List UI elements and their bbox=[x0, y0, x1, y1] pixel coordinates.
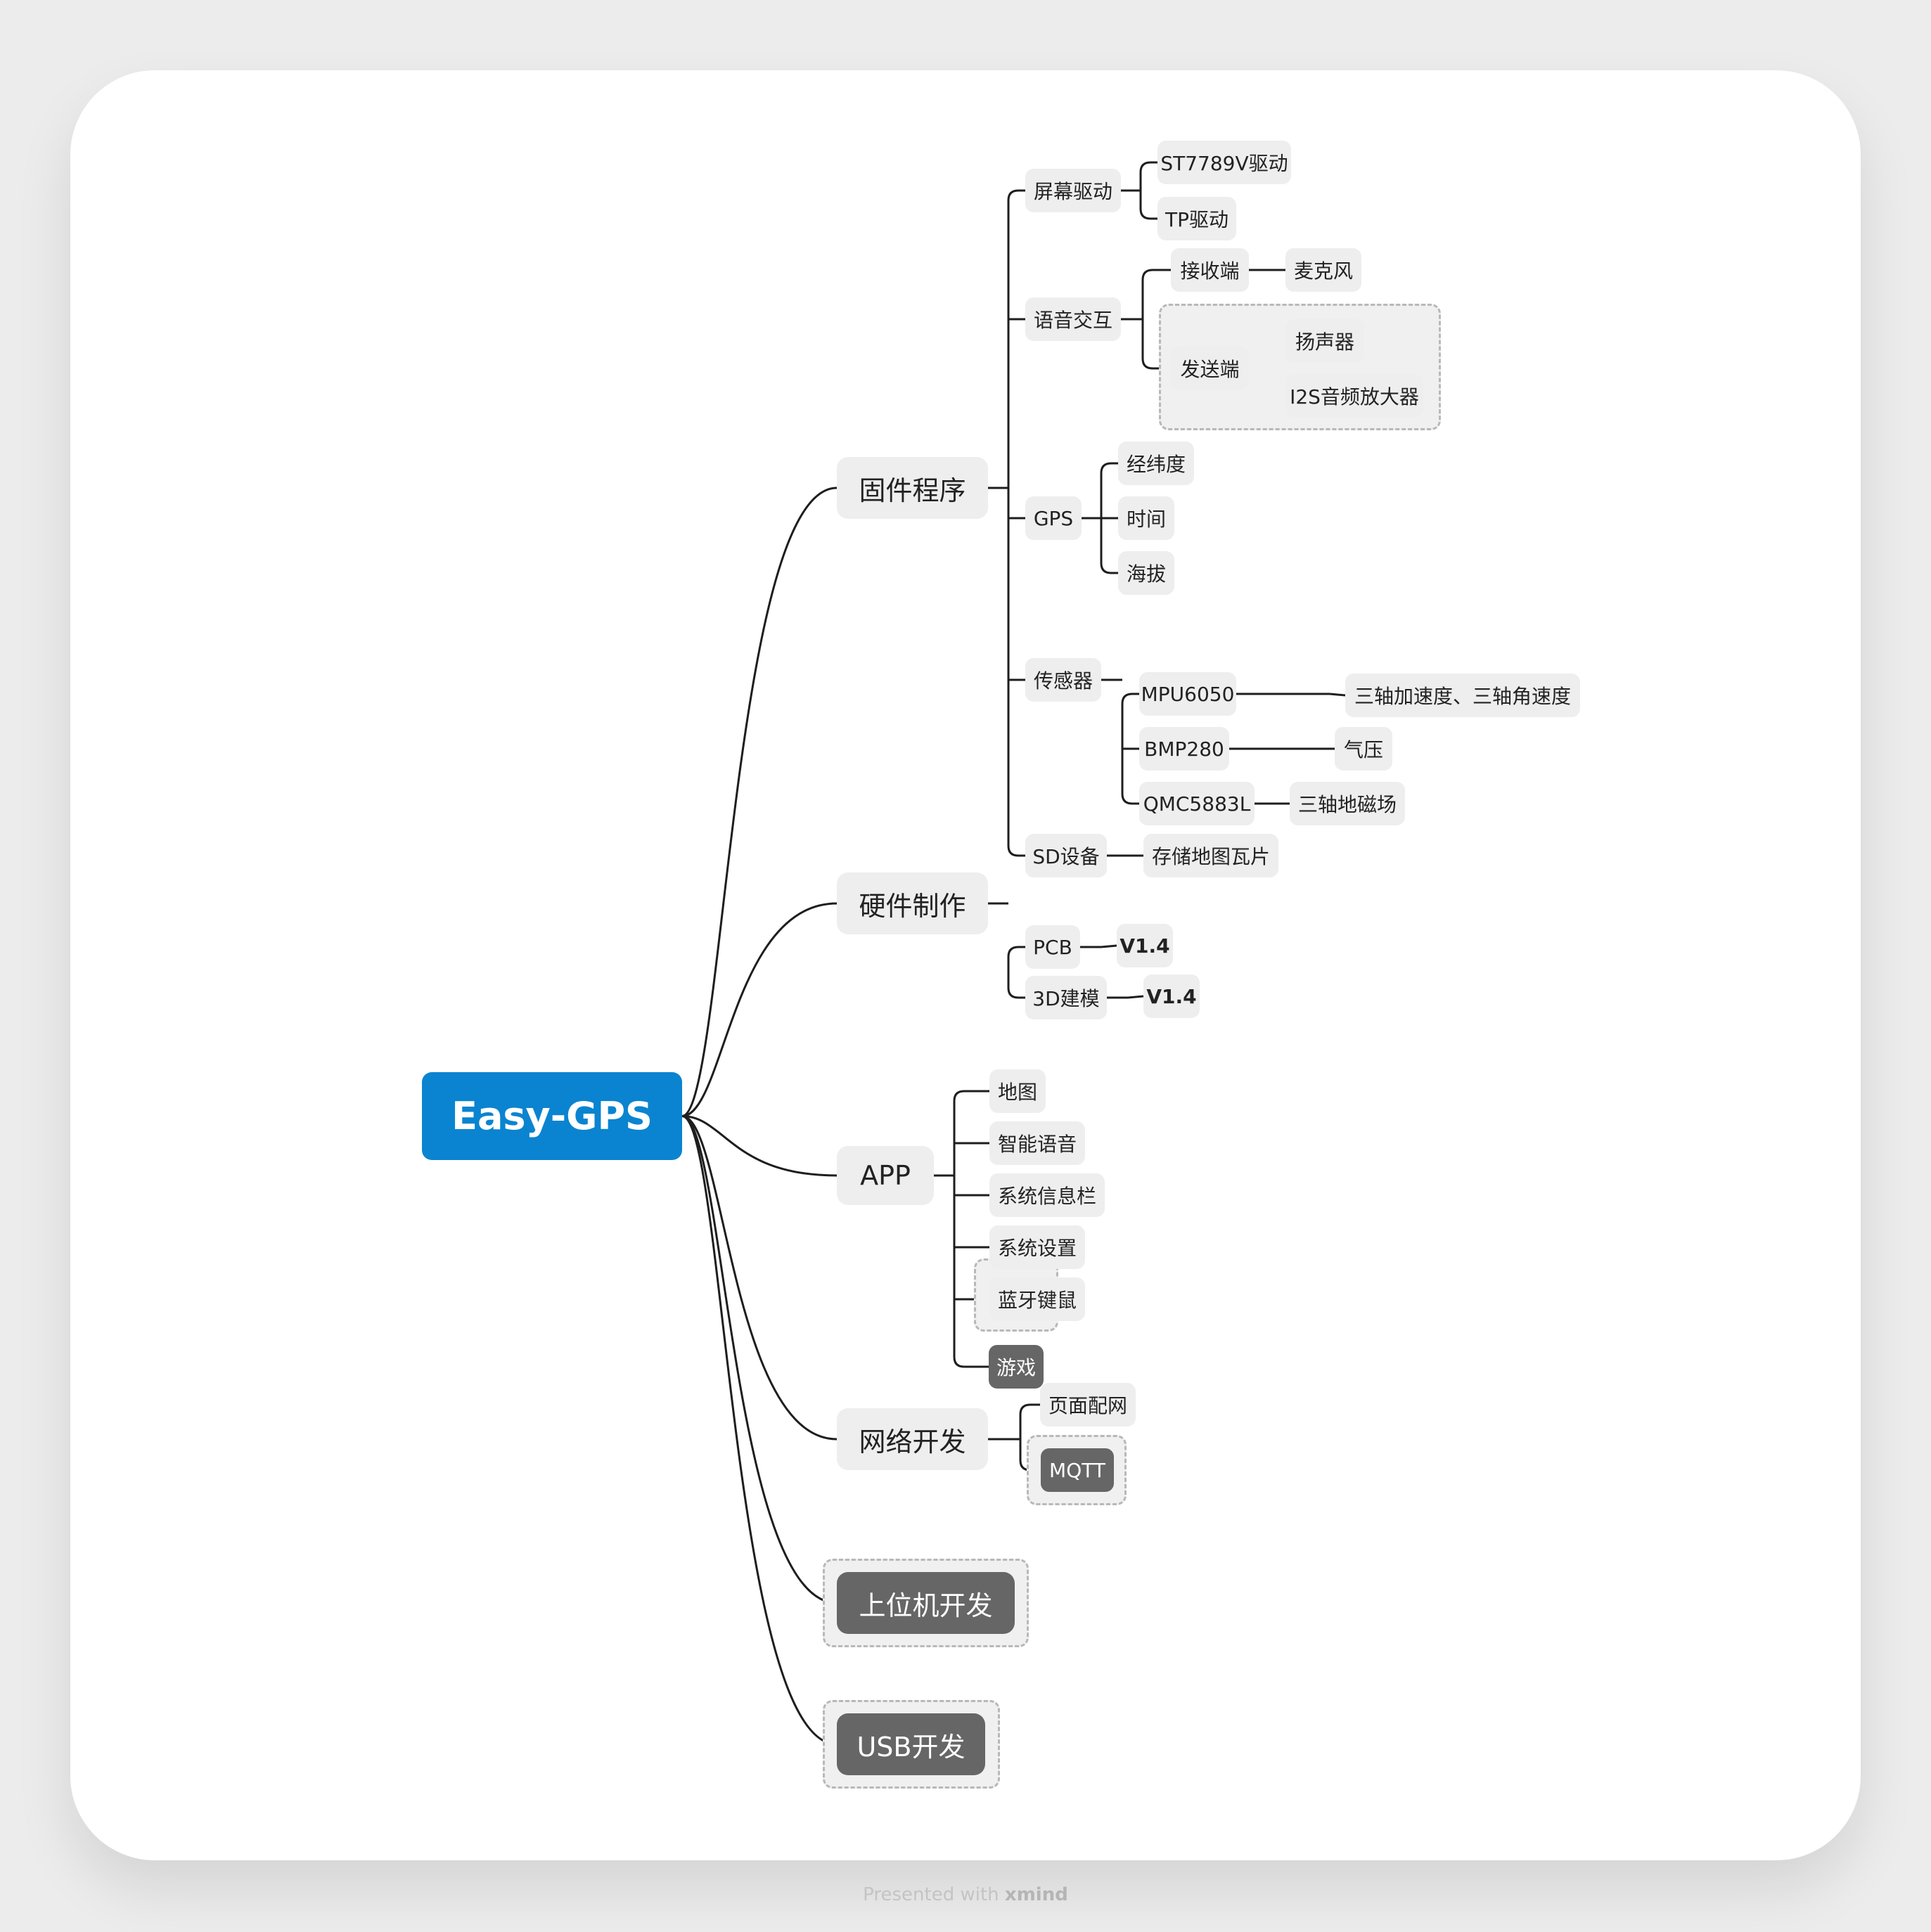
topic-firmware[interactable]: 固件程序 bbox=[837, 457, 988, 519]
footer-brand: xmind bbox=[1004, 1884, 1068, 1905]
topic-mqtt[interactable]: MQTT bbox=[1041, 1448, 1114, 1492]
topic-hardware[interactable]: 硬件制作 bbox=[837, 872, 988, 934]
topic-microphone[interactable]: 麦克风 bbox=[1285, 248, 1361, 292]
link-topic-mpu6050-0 bbox=[1329, 693, 1346, 697]
topic-altitude[interactable]: 海拔 bbox=[1118, 551, 1174, 595]
link-topic-firmware-4 bbox=[1007, 845, 1025, 857]
topic-voice-interaction[interactable]: 语音交互 bbox=[1025, 297, 1121, 341]
link-topic-app-0 bbox=[953, 1090, 989, 1102]
topic-games[interactable]: 游戏 bbox=[989, 1345, 1044, 1389]
topic-tp-driver[interactable]: TP驱动 bbox=[1157, 197, 1236, 240]
topic-map-tiles[interactable]: 存储地图瓦片 bbox=[1143, 834, 1278, 877]
topic-network[interactable]: 网络开发 bbox=[837, 1408, 988, 1470]
link-topic-firmware-0 bbox=[1007, 189, 1025, 201]
footer-prefix: Presented with bbox=[863, 1884, 999, 1905]
link-root-topic-usb bbox=[681, 1115, 838, 1746]
footer-credit: Presented with xmind bbox=[0, 1884, 1931, 1905]
topic-app[interactable]: APP bbox=[837, 1146, 934, 1205]
topic-air-pressure[interactable]: 气压 bbox=[1335, 727, 1392, 771]
topic-bluetooth-hid[interactable]: 蓝牙键鼠 bbox=[989, 1277, 1085, 1321]
link-topic-pcb-0 bbox=[1101, 944, 1117, 948]
topic-receiver[interactable]: 接收端 bbox=[1171, 248, 1249, 292]
link-root-topic-hardware bbox=[681, 902, 838, 1117]
link-root-topic-host bbox=[681, 1115, 838, 1604]
topic-speaker[interactable]: 扬声器 bbox=[1285, 319, 1364, 363]
link-topic-app-5 bbox=[953, 1356, 989, 1368]
topic-map[interactable]: 地图 bbox=[989, 1069, 1046, 1113]
topic-screen-driver[interactable]: 屏幕驱动 bbox=[1025, 169, 1121, 212]
link-topic-gps-2 bbox=[1100, 562, 1118, 574]
topic-pcb-version[interactable]: V1.4 bbox=[1117, 924, 1173, 967]
link-topic-hardware-0 bbox=[1007, 946, 1025, 958]
link-topic-screen-driver-1 bbox=[1139, 208, 1157, 220]
link-topic-hardware-1 bbox=[1007, 987, 1025, 999]
topic-3d-version[interactable]: V1.4 bbox=[1143, 974, 1200, 1018]
link-topic-sensors-0 bbox=[1121, 693, 1139, 704]
link-topic-sensors-2 bbox=[1121, 793, 1139, 805]
topic-host[interactable]: 上位机开发 bbox=[837, 1572, 1015, 1634]
topic-system-settings[interactable]: 系统设置 bbox=[989, 1225, 1085, 1269]
topic-sd-device[interactable]: SD设备 bbox=[1025, 834, 1107, 877]
link-root-topic-firmware bbox=[681, 487, 838, 1117]
root-topic[interactable]: Easy-GPS bbox=[422, 1072, 682, 1160]
link-topic-voice-interaction-1 bbox=[1141, 358, 1171, 370]
topic-sender[interactable]: 发送端 bbox=[1171, 347, 1249, 390]
topic-mpu6050[interactable]: MPU6050 bbox=[1139, 672, 1236, 716]
link-topic-gps-0 bbox=[1100, 462, 1118, 474]
link-topic-voice-interaction-0 bbox=[1141, 269, 1171, 281]
topic-geomagnetic[interactable]: 三轴地磁场 bbox=[1290, 782, 1405, 825]
topic-usb[interactable]: USB开发 bbox=[837, 1713, 985, 1775]
topic-lat-lon[interactable]: 经纬度 bbox=[1118, 442, 1194, 485]
mindmap-canvas: Easy-GPS 固件程序 硬件制作 APP 网络开发 上位机开发 USB开发 … bbox=[70, 70, 1861, 1860]
link-root-topic-app bbox=[681, 1115, 838, 1177]
link-topic-network-0 bbox=[1019, 1403, 1040, 1415]
connector-lines bbox=[681, 161, 1346, 1746]
link-topic-screen-driver-0 bbox=[1139, 161, 1157, 173]
link-topic-3d-modeling-0 bbox=[1127, 995, 1144, 999]
topic-st7789v-driver[interactable]: ST7789V驱动 bbox=[1157, 141, 1291, 184]
topic-smart-voice[interactable]: 智能语音 bbox=[989, 1121, 1085, 1165]
topic-pcb[interactable]: PCB bbox=[1025, 925, 1080, 969]
link-root-topic-network bbox=[681, 1115, 838, 1441]
topic-qmc5883l[interactable]: QMC5883L bbox=[1139, 782, 1255, 825]
topic-3d-modeling[interactable]: 3D建模 bbox=[1025, 976, 1107, 1019]
topic-time[interactable]: 时间 bbox=[1118, 496, 1174, 540]
topic-sensors[interactable]: 传感器 bbox=[1025, 658, 1101, 702]
topic-gps[interactable]: GPS bbox=[1025, 496, 1082, 540]
topic-accel-gyro[interactable]: 三轴加速度、三轴角速度 bbox=[1345, 674, 1580, 717]
topic-bmp280[interactable]: BMP280 bbox=[1139, 727, 1229, 771]
topic-web-provisioning[interactable]: 页面配网 bbox=[1040, 1383, 1136, 1427]
topic-status-bar[interactable]: 系统信息栏 bbox=[989, 1173, 1105, 1217]
topic-i2s-amplifier[interactable]: I2S音频放大器 bbox=[1285, 374, 1423, 418]
